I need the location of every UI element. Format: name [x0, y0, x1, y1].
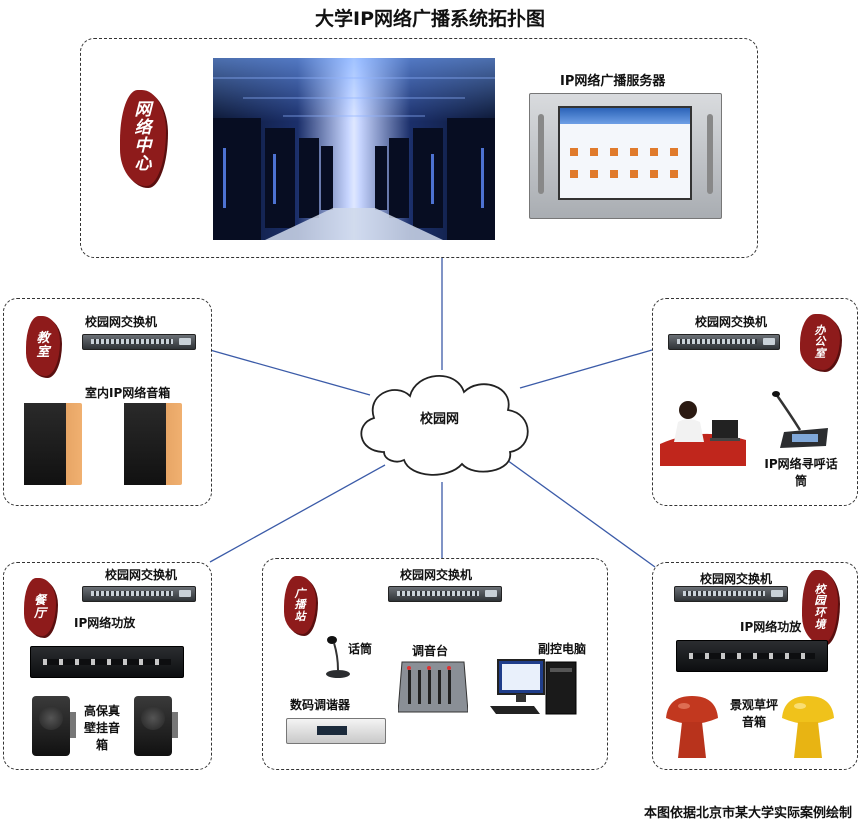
campus-switch-label: 校园网交换机: [700, 572, 773, 586]
classroom-speaker-1: [24, 403, 82, 485]
classroom-switch-label: 校园网交换机: [85, 315, 158, 329]
classroom-speaker-label: 室内IP网络音箱: [85, 386, 171, 400]
campus-network-cloud: [360, 375, 529, 476]
link-campus: [499, 454, 656, 568]
campus-switch: [674, 586, 788, 602]
paging-microphone: [772, 391, 828, 448]
hall-amplifier: [30, 646, 184, 678]
hall-switch-label: 校园网交换机: [105, 568, 178, 582]
hall-speaker-2: [134, 696, 178, 756]
classroom-speaker-2: [124, 403, 182, 485]
seal-classroom: 教 室: [26, 316, 60, 376]
lawn-speaker-2: [782, 696, 834, 758]
broadcast-pc-label: 副控电脑: [538, 642, 587, 656]
link-hall: [209, 464, 386, 563]
hall-speaker-label: 高保真壁挂音箱: [83, 704, 120, 752]
mixer-console: [398, 661, 468, 713]
link-classroom: [209, 349, 371, 396]
broadcast-server: [529, 93, 722, 219]
control-computer: [490, 659, 577, 715]
broadcast-mic-label: 话筒: [348, 642, 373, 656]
lawn-speaker-1: [666, 696, 718, 758]
hall-amp-label: IP网络功放: [74, 616, 136, 630]
classroom-switch: [82, 334, 196, 350]
hall-speaker-1: [32, 696, 76, 756]
digital-tuner: [286, 718, 386, 744]
datacenter-image: [213, 58, 495, 240]
broadcast-tuner-label: 数码调谐器: [290, 698, 351, 712]
campus-amplifier: [676, 640, 828, 672]
footer-note: 本图依据北京市某大学实际案例绘制: [643, 806, 852, 821]
link-office: [519, 349, 653, 389]
seal-hall: 餐 厅: [24, 578, 56, 636]
campus-amp-label: IP网络功放: [740, 620, 802, 634]
broadcast-switch: [388, 586, 502, 602]
office-switch: [668, 334, 780, 350]
broadcast-mixer-label: 调音台: [412, 644, 449, 658]
campus-speaker-label: 景观草坪音箱: [729, 698, 778, 729]
seal-broadcast-room: 广 播 站: [284, 576, 316, 634]
broadcast-microphone: [326, 636, 350, 678]
diagram-title: 大学IP网络广播系统拓扑图: [315, 8, 545, 30]
office-device-label: IP网络寻呼话筒: [764, 457, 838, 488]
server-screen: [558, 106, 692, 200]
seal-network-center: 网 络 中 心: [120, 90, 166, 186]
broadcast-switch-label: 校园网交换机: [400, 568, 473, 582]
cloud-label: 校园网: [420, 412, 460, 427]
office-operator-illustration: [660, 401, 746, 466]
seal-office: 办 公 室: [800, 314, 840, 370]
server-label: IP网络广播服务器: [560, 74, 666, 89]
office-switch-label: 校园网交换机: [695, 315, 768, 329]
seal-campus: 校 园 环 境: [802, 570, 838, 644]
hall-switch: [82, 586, 196, 602]
